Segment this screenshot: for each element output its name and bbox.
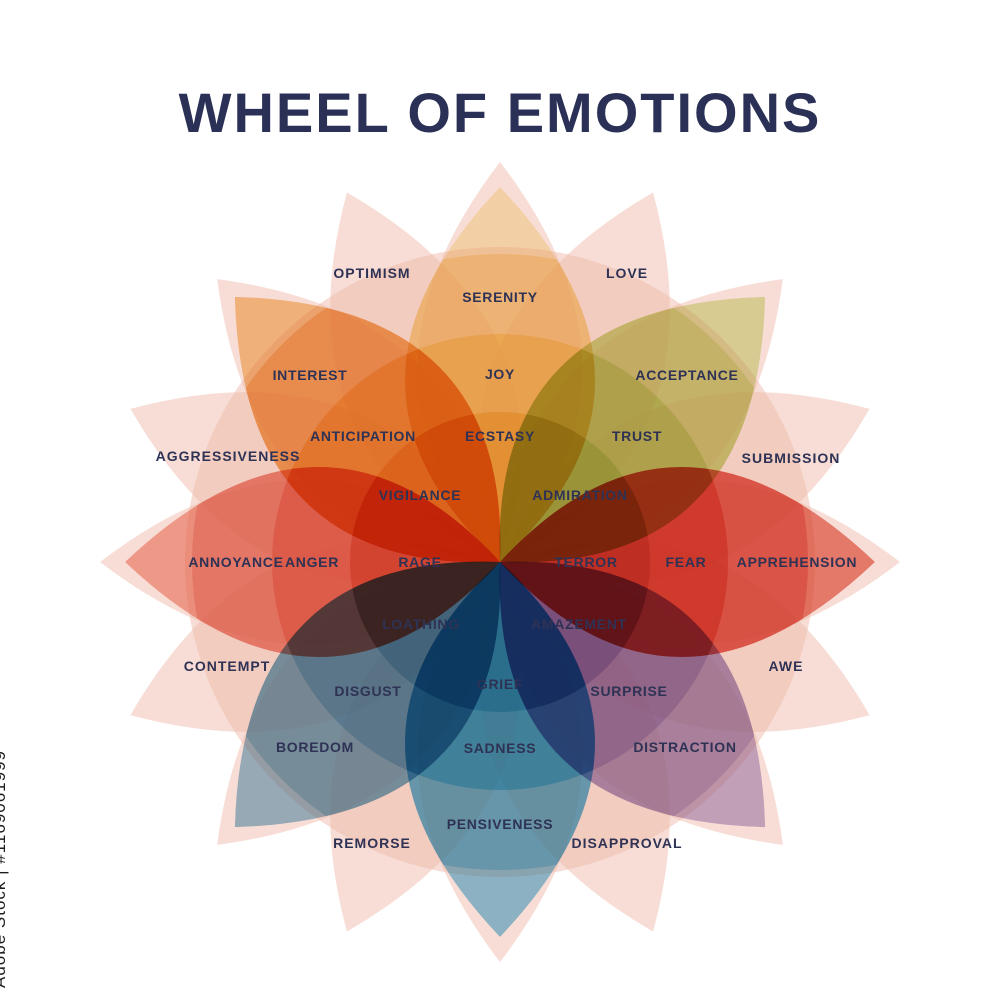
- page-title: WHEEL OF EMOTIONS: [178, 81, 822, 144]
- label-grief: GRIEF: [477, 676, 523, 692]
- label-loathing: LOATHING: [382, 616, 460, 632]
- label-optimism: OPTIMISM: [333, 265, 410, 281]
- label-awe: AWE: [769, 658, 804, 674]
- label-annoyance: ANNOYANCE: [188, 554, 283, 570]
- label-trust: TRUST: [612, 428, 662, 444]
- label-contempt: CONTEMPT: [184, 658, 271, 674]
- label-serenity: SERENITY: [462, 289, 538, 305]
- label-surprise: SURPRISE: [590, 683, 667, 699]
- label-terror: TERROR: [554, 554, 617, 570]
- label-love: LOVE: [606, 265, 648, 281]
- petal-labels: SERENITY JOY ECSTASY ACCEPTANCE TRUST AD…: [188, 289, 857, 832]
- label-boredom: BOREDOM: [276, 739, 354, 755]
- stock-watermark: Adobe Stock | #1169061999: [0, 750, 9, 988]
- label-joy: JOY: [485, 366, 515, 382]
- label-apprehension: APPREHENSION: [737, 554, 857, 570]
- label-disgust: DISGUST: [334, 683, 401, 699]
- label-fear: FEAR: [666, 554, 707, 570]
- label-rage: RAGE: [398, 554, 441, 570]
- label-anticipation: ANTICIPATION: [310, 428, 416, 444]
- label-ecstasy: ECSTASY: [465, 428, 535, 444]
- label-disapproval: DISAPPROVAL: [571, 835, 682, 851]
- label-amazement: AMAZEMENT: [531, 616, 627, 632]
- label-submission: SUBMISSION: [742, 450, 841, 466]
- label-interest: INTEREST: [273, 367, 348, 383]
- label-vigilance: VIGILANCE: [379, 487, 462, 503]
- label-remorse: REMORSE: [333, 835, 411, 851]
- label-sadness: SADNESS: [464, 740, 537, 756]
- label-anger: ANGER: [285, 554, 339, 570]
- label-pensiveness: PENSIVENESS: [447, 816, 554, 832]
- label-acceptance: ACCEPTANCE: [635, 367, 738, 383]
- label-admiration: ADMIRATION: [532, 487, 627, 503]
- combination-labels: OPTIMISM LOVE SUBMISSION AWE DISAPPROVAL…: [156, 265, 841, 851]
- label-aggressiveness: AGGRESSIVENESS: [156, 448, 301, 464]
- label-distraction: DISTRACTION: [633, 739, 736, 755]
